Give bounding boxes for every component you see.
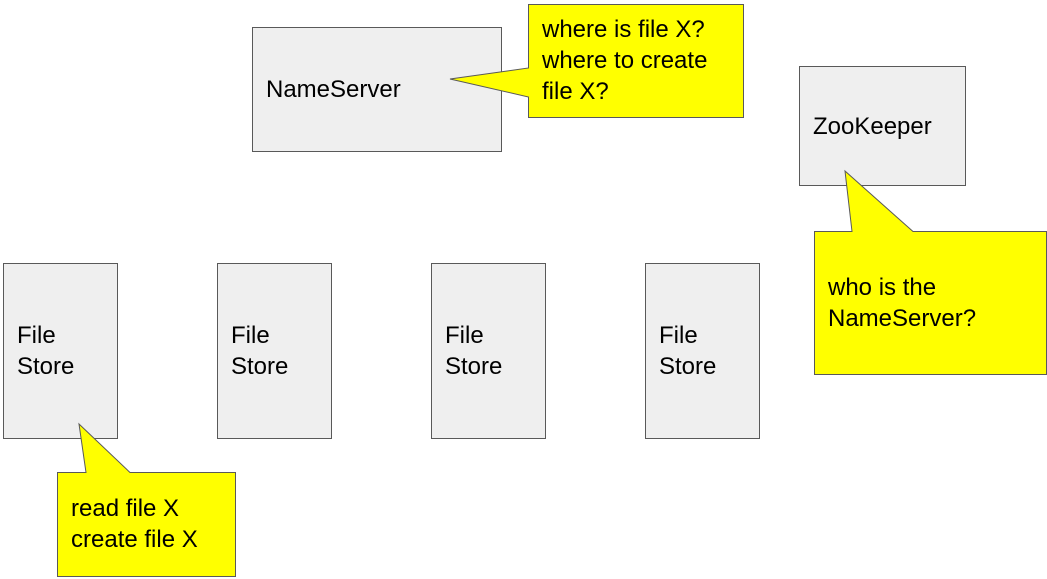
nameserver-callout-text: where is file X? where to create file X? (542, 16, 708, 105)
filestore-box-1 (3, 263, 118, 439)
nameserver-label: NameServer (266, 76, 401, 103)
filestore-label-3: File Store (445, 322, 503, 380)
filestore-box-3 (431, 263, 546, 439)
nameserver-callout-shape (449, 4, 744, 118)
filestore-box-4 (645, 263, 760, 439)
zookeeper-callout-shape (814, 169, 1047, 375)
filestore-label-2: File Store (231, 322, 289, 380)
zookeeper-callout-text: who is the NameServer? (828, 274, 977, 332)
zookeeper-label: ZooKeeper (813, 113, 932, 140)
nameserver-box (252, 27, 502, 152)
filestore-callout-shape (57, 422, 236, 577)
filestore-label-4: File Store (659, 322, 717, 380)
filestore-box-2 (217, 263, 332, 439)
zookeeper-box (799, 66, 966, 186)
filestore-label-1: File Store (17, 322, 75, 380)
filestore-callout-text: read file X create file X (71, 495, 198, 553)
